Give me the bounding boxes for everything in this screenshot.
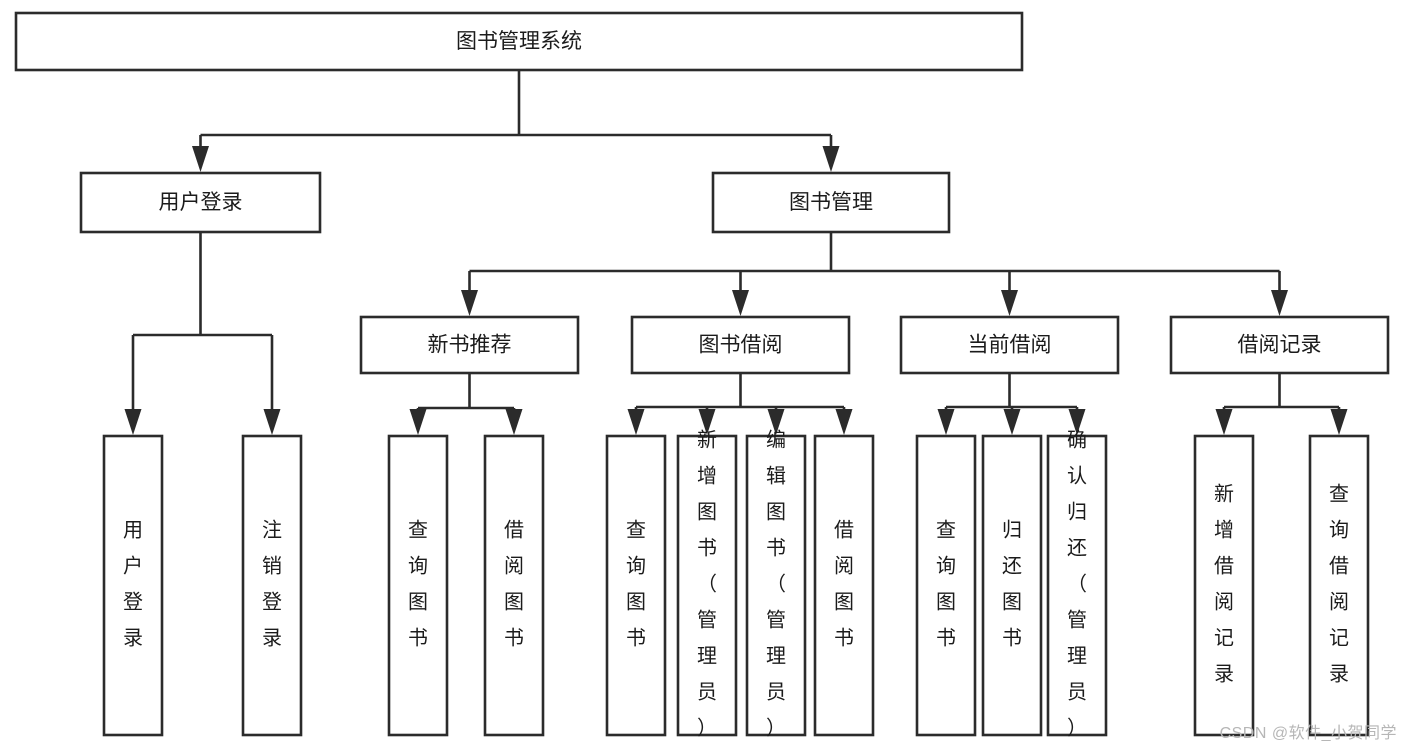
node-leaf-logout[interactable]: 注销登录 bbox=[241, 434, 303, 737]
node-box-leaf-cur-query[interactable] bbox=[915, 434, 977, 737]
node-book-borrow[interactable]: 图书借阅 bbox=[630, 315, 851, 375]
node-leaf-cur-return[interactable]: 归还图书 bbox=[981, 434, 1043, 737]
node-label-borrow-record: 借阅记录 bbox=[1238, 334, 1322, 357]
node-borrow-record[interactable]: 借阅记录 bbox=[1169, 315, 1390, 375]
node-box-leaf-rec-borrow[interactable] bbox=[483, 434, 545, 737]
connector-book-borrow bbox=[627, 373, 853, 435]
node-box-leaf-rec-query2[interactable] bbox=[1308, 434, 1370, 737]
node-label-new-book-rec: 新书推荐 bbox=[428, 334, 512, 357]
node-current-borrow[interactable]: 当前借阅 bbox=[899, 315, 1120, 375]
node-label-leaf-borrow-edit: 编辑图书（管理员） bbox=[766, 429, 786, 740]
node-box-root[interactable] bbox=[14, 11, 1024, 72]
node-leaf-rec-borrow[interactable]: 借阅图书 bbox=[483, 434, 545, 737]
node-leaf-rec-query[interactable]: 查询图书 bbox=[387, 434, 449, 737]
node-label-book-borrow: 图书借阅 bbox=[699, 334, 783, 357]
node-box-leaf-borrow-edit[interactable] bbox=[745, 434, 807, 737]
node-new-book-rec[interactable]: 新书推荐 bbox=[359, 315, 580, 375]
node-label-leaf-borrow-add: 新增图书（管理员） bbox=[697, 429, 717, 740]
node-leaf-user-login[interactable]: 用户登录 bbox=[102, 434, 164, 737]
node-leaf-cur-confirm[interactable]: 确认归还（管理员） bbox=[1046, 429, 1108, 740]
node-box-leaf-rec-add[interactable] bbox=[1193, 434, 1255, 737]
node-box-leaf-borrow-add[interactable] bbox=[676, 434, 738, 737]
node-label-leaf-rec-add: 新增借阅记录 bbox=[1214, 483, 1234, 686]
node-leaf-borrow-query[interactable]: 查询图书 bbox=[605, 434, 667, 737]
node-label-leaf-logout: 注销登录 bbox=[262, 519, 282, 650]
node-leaf-borrow-edit[interactable]: 编辑图书（管理员） bbox=[745, 429, 807, 740]
node-label-leaf-rec-query2: 查询借阅记录 bbox=[1329, 483, 1349, 686]
node-label-leaf-user-login: 用户登录 bbox=[123, 520, 143, 650]
node-label-leaf-cur-confirm: 确认归还（管理员） bbox=[1067, 429, 1087, 740]
node-box-leaf-cur-return[interactable] bbox=[981, 434, 1043, 737]
node-box-leaf-borrow-do[interactable] bbox=[813, 434, 875, 737]
node-box-current-borrow[interactable] bbox=[899, 315, 1120, 375]
node-box-user-login[interactable] bbox=[79, 171, 322, 234]
node-root[interactable]: 图书管理系统 bbox=[14, 11, 1024, 72]
node-label-current-borrow: 当前借阅 bbox=[968, 334, 1052, 357]
csdn-watermark: CSDN @软件_小贺同学 bbox=[1219, 725, 1397, 742]
node-box-leaf-user-login[interactable] bbox=[102, 434, 164, 737]
connector-user-login bbox=[124, 232, 281, 435]
node-box-new-book-rec[interactable] bbox=[359, 315, 580, 375]
connector-borrow-record bbox=[1215, 373, 1348, 435]
node-leaf-borrow-do[interactable]: 借阅图书 bbox=[813, 434, 875, 737]
node-box-book-borrow[interactable] bbox=[630, 315, 851, 375]
node-box-borrow-record[interactable] bbox=[1169, 315, 1390, 375]
node-box-leaf-cur-confirm[interactable] bbox=[1046, 434, 1108, 737]
node-box-leaf-logout[interactable] bbox=[241, 434, 303, 737]
node-label-leaf-rec-query: 查询图书 bbox=[408, 519, 428, 650]
node-leaf-rec-query2[interactable]: 查询借阅记录 bbox=[1308, 434, 1370, 737]
node-label-leaf-cur-return: 归还图书 bbox=[1002, 519, 1022, 650]
connector-current-borrow bbox=[937, 373, 1086, 435]
node-leaf-cur-query[interactable]: 查询图书 bbox=[915, 434, 977, 737]
node-label-book-manage: 图书管理 bbox=[789, 191, 873, 214]
node-leaf-rec-add[interactable]: 新增借阅记录 bbox=[1193, 434, 1255, 737]
node-book-manage[interactable]: 图书管理 bbox=[711, 171, 951, 234]
node-leaf-borrow-add[interactable]: 新增图书（管理员） bbox=[676, 429, 738, 740]
node-box-book-manage[interactable] bbox=[711, 171, 951, 234]
node-label-user-login: 用户登录 bbox=[159, 191, 243, 214]
node-label-leaf-borrow-query: 查询图书 bbox=[626, 519, 646, 650]
connector-layer bbox=[124, 70, 1348, 435]
node-label-leaf-cur-query: 查询图书 bbox=[936, 519, 956, 650]
node-box-leaf-rec-query[interactable] bbox=[387, 434, 449, 737]
node-box-leaf-borrow-query[interactable] bbox=[605, 434, 667, 737]
connector-new-book-rec bbox=[409, 373, 523, 435]
connector-root bbox=[192, 70, 840, 172]
node-label-leaf-borrow-do: 借阅图书 bbox=[834, 519, 854, 650]
node-label-leaf-rec-borrow: 借阅图书 bbox=[504, 519, 524, 650]
node-label-root: 图书管理系统 bbox=[456, 30, 582, 53]
node-user-login[interactable]: 用户登录 bbox=[79, 171, 322, 234]
connector-book-manage bbox=[461, 232, 1288, 316]
node-layer: 图书管理系统用户登录图书管理新书推荐图书借阅当前借阅借阅记录用户登录注销登录查询… bbox=[14, 11, 1390, 740]
